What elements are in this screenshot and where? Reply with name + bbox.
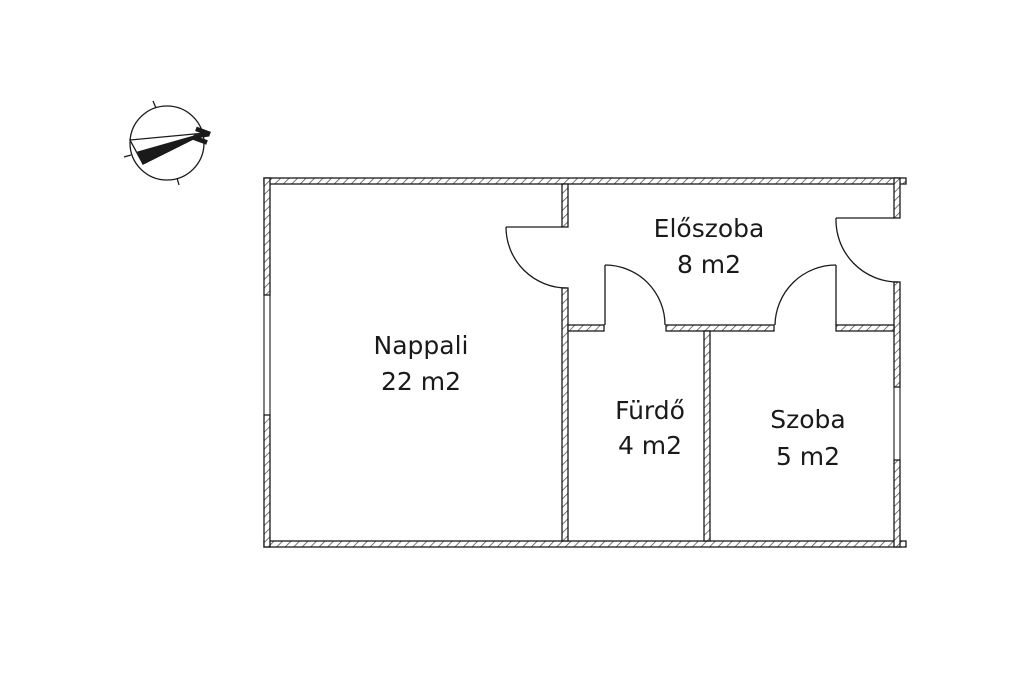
compass-circle	[129, 105, 205, 181]
wall-interior-horiz-a	[567, 324, 605, 332]
room-label-furdo: Fürdő 4 m2	[615, 396, 685, 460]
doors	[505, 217, 899, 326]
room-label-szoba: Szoba 5 m2	[770, 405, 845, 471]
room-name: Nappali	[374, 331, 469, 360]
walls	[263, 177, 907, 548]
wall-outer-top	[263, 177, 907, 185]
wall-interior-furdo-szoba	[703, 330, 711, 542]
wall-outer-left-lower	[263, 414, 271, 548]
wall-outer-right-bottom	[893, 459, 901, 548]
door-szoba	[774, 264, 837, 326]
window-nappali	[263, 295, 271, 415]
room-name: Előszoba	[654, 214, 765, 243]
wall-outer-right-top	[893, 177, 901, 219]
room-area: 5 m2	[776, 442, 840, 471]
room-name: Fürdő	[615, 396, 685, 425]
wall-outer-bottom	[263, 540, 907, 548]
window-szoba	[893, 387, 901, 460]
room-area: 8 m2	[677, 250, 741, 279]
room-label-eloszoba: Előszoba 8 m2	[654, 214, 765, 279]
north-arrow-icon: N	[123, 100, 216, 186]
wall-interior-horiz-b	[665, 324, 775, 332]
room-name: Szoba	[770, 405, 845, 434]
door-entrance	[835, 217, 899, 283]
wall-outer-left-upper	[263, 177, 271, 296]
wall-outer-right-mid	[893, 281, 901, 388]
door-furdo	[604, 264, 666, 326]
wall-interior-horiz-c	[835, 324, 895, 332]
room-area: 22 m2	[381, 367, 461, 396]
wall-interior-main-lower	[561, 287, 569, 542]
door-nappali	[505, 226, 568, 289]
room-area: 4 m2	[618, 431, 682, 460]
compass-north-label: N	[189, 125, 215, 147]
wall-interior-main-upper	[561, 183, 569, 228]
room-label-nappali: Nappali 22 m2	[374, 331, 469, 396]
